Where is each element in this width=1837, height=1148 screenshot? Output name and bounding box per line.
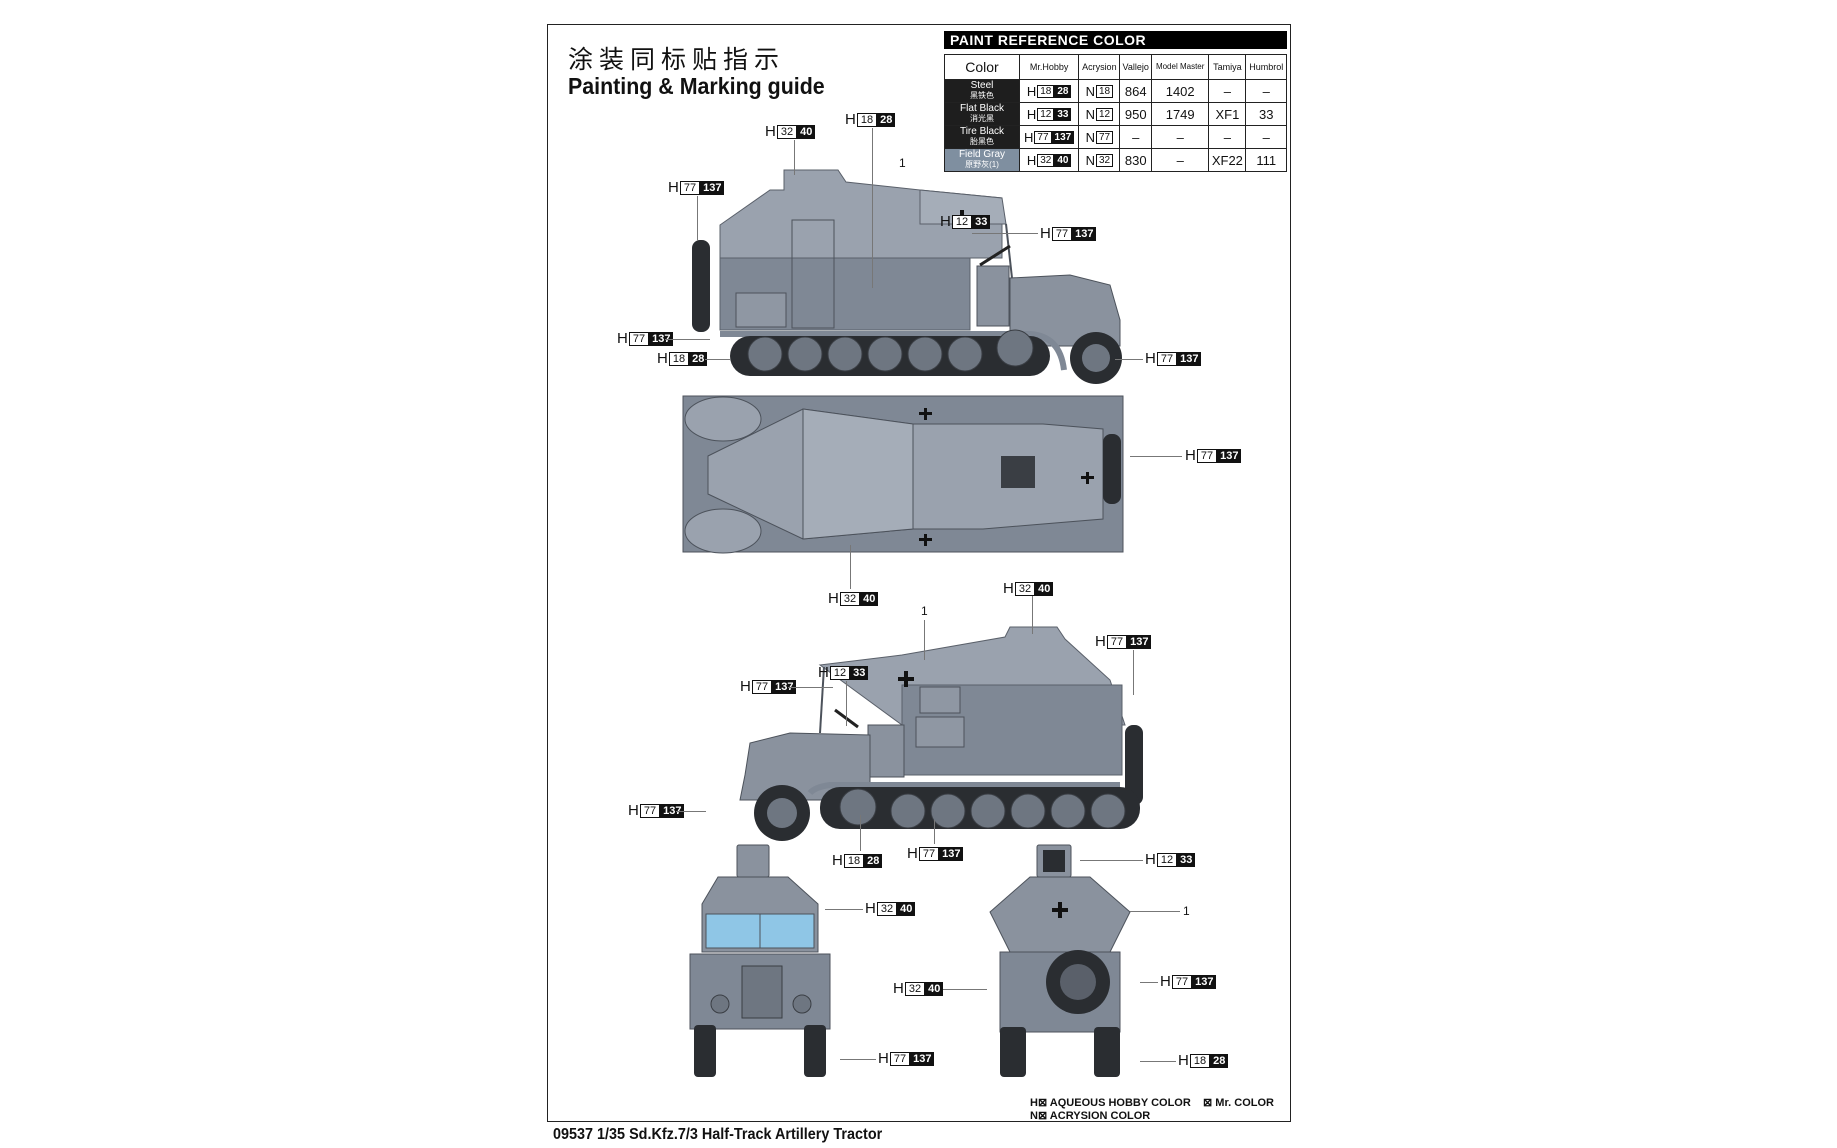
product-footer: 09537 1/35 Sd.Kfz.7/3 Half-Track Artille… <box>553 1126 883 1143</box>
decal-number: 1 <box>899 156 906 170</box>
tamiya-cell: – <box>1208 125 1247 149</box>
humbrol-cell: – <box>1245 125 1287 149</box>
tamiya-cell: – <box>1208 79 1247 103</box>
legend-mr-color: ⊠ Mr. COLOR <box>1203 1097 1274 1109</box>
decal-number: 1 <box>921 604 928 618</box>
model-master-cell: 1749 <box>1151 102 1210 126</box>
instruction-sheet-frame <box>547 24 1291 1122</box>
model-master-cell: – <box>1151 148 1210 172</box>
vehicle-front-view <box>689 844 831 1077</box>
vehicle-top-view <box>682 395 1124 554</box>
column-header: Tamiya <box>1208 54 1247 80</box>
tamiya-cell: XF22 <box>1208 148 1247 172</box>
vallejo-cell: – <box>1119 125 1153 149</box>
page-title: Painting & Marking guide <box>568 73 825 99</box>
model-master-cell: – <box>1151 125 1210 149</box>
column-header: Color <box>944 54 1020 80</box>
column-header: Humbrol <box>1245 54 1287 80</box>
vehicle-side-view-left <box>739 626 1143 841</box>
humbrol-cell: 111 <box>1245 148 1287 172</box>
page-title-cn: 涂装同标贴指示 <box>568 45 786 74</box>
model-master-cell: 1402 <box>1151 79 1210 103</box>
column-header: Acrysion <box>1078 54 1121 80</box>
table-header-row: Color Mr.Hobby Acrysion Vallejo Model Ma… <box>944 54 1287 80</box>
vallejo-cell: 864 <box>1119 79 1153 103</box>
vehicle-side-view-right <box>692 169 1122 384</box>
decal-number: 1 <box>1183 904 1190 918</box>
paint-reference-table: Color Mr.Hobby Acrysion Vallejo Model Ma… <box>944 54 1287 172</box>
paint-reference-title: PAINT REFERENCE COLOR <box>944 31 1287 49</box>
legend-aqueous: H⊠ AQUEOUS HOBBY COLOR <box>1030 1097 1191 1109</box>
column-header: Vallejo <box>1119 54 1153 80</box>
humbrol-cell: 33 <box>1245 102 1287 126</box>
column-header: Mr.Hobby <box>1018 54 1080 80</box>
humbrol-cell: – <box>1245 79 1287 103</box>
column-header: Model Master <box>1151 54 1210 80</box>
tamiya-cell: XF1 <box>1208 102 1247 126</box>
vehicle-rear-view <box>989 844 1131 1077</box>
legend-acrysion: N⊠ ACRYSION COLOR <box>1030 1110 1151 1122</box>
vallejo-cell: 830 <box>1119 148 1153 172</box>
vallejo-cell: 950 <box>1119 102 1153 126</box>
color-legend: H⊠ AQUEOUS HOBBY COLOR ⊠ Mr. COLOR N⊠ AC… <box>1030 1097 1274 1123</box>
